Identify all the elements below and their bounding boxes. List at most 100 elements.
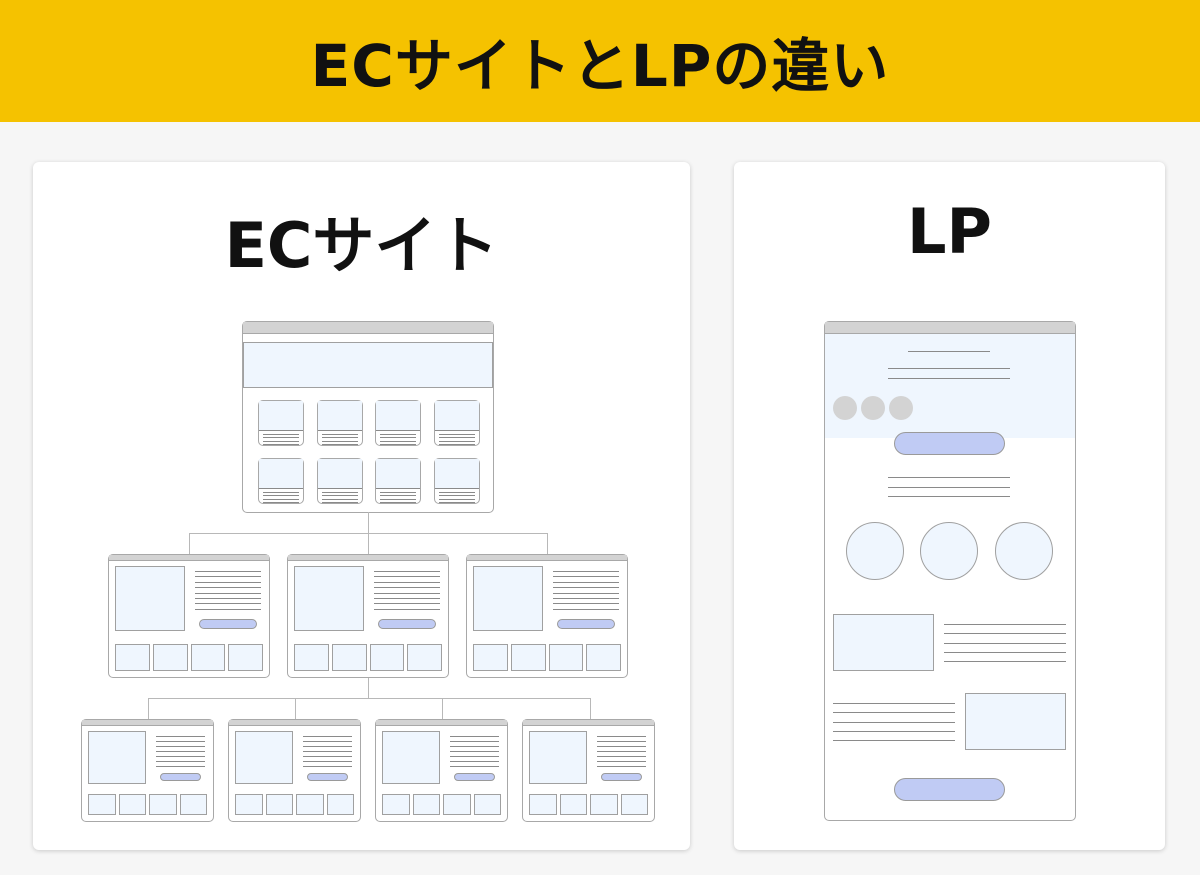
text-line xyxy=(195,603,261,605)
text-line xyxy=(439,501,475,503)
text-line xyxy=(303,736,352,737)
thumbnail xyxy=(326,794,354,815)
image-placeholder xyxy=(382,731,440,784)
product-image xyxy=(318,459,362,488)
text-line xyxy=(263,501,299,503)
image-placeholder xyxy=(294,566,364,631)
connector xyxy=(547,533,548,554)
feature-circle xyxy=(846,522,904,580)
text-line xyxy=(156,756,205,757)
button-placeholder xyxy=(378,619,436,629)
image-placeholder xyxy=(529,731,587,784)
divider xyxy=(376,488,420,489)
thumbnail xyxy=(473,794,501,815)
product-image xyxy=(318,401,362,430)
image-placeholder xyxy=(965,693,1066,750)
text-line xyxy=(322,492,358,493)
browser-bar xyxy=(376,720,507,726)
text-line xyxy=(303,741,352,742)
text-line xyxy=(439,434,475,435)
text-line xyxy=(263,437,299,439)
connector xyxy=(590,698,591,719)
divider xyxy=(435,488,479,489)
thumbnail xyxy=(529,794,557,815)
text-line xyxy=(374,598,440,599)
connector xyxy=(368,512,369,533)
product-image xyxy=(259,401,303,430)
connector xyxy=(295,698,296,719)
text-line xyxy=(322,495,358,497)
text-line xyxy=(450,736,499,737)
text-line xyxy=(195,587,261,589)
cta-button xyxy=(894,778,1005,801)
thumbnail xyxy=(559,794,587,815)
text-line xyxy=(597,756,646,757)
button-placeholder xyxy=(601,773,642,781)
browser-bar xyxy=(82,720,213,726)
text-line xyxy=(450,746,499,747)
text-line xyxy=(195,592,261,594)
connector xyxy=(368,677,369,698)
browser-bar xyxy=(523,720,654,726)
text-line xyxy=(597,761,646,762)
thumbnail xyxy=(294,644,329,671)
text-line xyxy=(833,740,955,742)
product-image xyxy=(259,459,303,488)
text-line xyxy=(439,495,475,497)
text-line xyxy=(322,434,358,435)
text-line xyxy=(322,498,358,500)
image-placeholder xyxy=(833,614,934,671)
text-line xyxy=(944,642,1066,644)
text-line xyxy=(263,495,299,497)
button-placeholder xyxy=(454,773,495,781)
browser-bar xyxy=(229,720,360,726)
text-line xyxy=(833,712,955,714)
text-line xyxy=(156,746,205,747)
image-placeholder xyxy=(235,731,293,784)
text-line xyxy=(380,440,416,442)
text-line xyxy=(374,581,440,583)
text-line xyxy=(263,443,299,445)
text-line xyxy=(263,498,299,500)
thumbnail xyxy=(179,794,207,815)
text-line xyxy=(380,434,416,435)
text-line xyxy=(322,440,358,442)
text-line xyxy=(888,496,1010,497)
text-line xyxy=(374,576,440,578)
thumbnail xyxy=(235,794,263,815)
text-line xyxy=(156,751,205,752)
text-line xyxy=(597,736,646,737)
thumbnail xyxy=(620,794,648,815)
text-line xyxy=(380,495,416,497)
divider xyxy=(259,430,303,431)
thumbnail xyxy=(382,794,410,815)
text-line xyxy=(374,592,440,594)
product-image xyxy=(376,459,420,488)
image-placeholder xyxy=(88,731,146,784)
text-line xyxy=(439,437,475,439)
thumbnail xyxy=(590,794,618,815)
text-line xyxy=(553,571,619,572)
text-line xyxy=(597,751,646,752)
feature-circle xyxy=(920,522,978,580)
thumbnail xyxy=(115,644,150,671)
text-line xyxy=(833,721,955,723)
hero-section xyxy=(825,334,1075,438)
browser-bar xyxy=(825,322,1075,334)
text-line xyxy=(380,498,416,500)
text-line xyxy=(303,751,352,752)
text-line xyxy=(156,766,205,767)
text-line xyxy=(322,437,358,439)
text-line xyxy=(597,741,646,742)
text-line xyxy=(450,761,499,762)
browser-bar xyxy=(109,555,269,561)
connector xyxy=(368,533,369,554)
text-line xyxy=(380,501,416,503)
divider xyxy=(259,488,303,489)
connector xyxy=(148,698,591,699)
page-title: ECサイトとLPの違い xyxy=(310,32,890,100)
text-line xyxy=(944,624,1066,625)
divider xyxy=(435,430,479,431)
text-line xyxy=(374,587,440,589)
text-line xyxy=(888,378,1010,379)
